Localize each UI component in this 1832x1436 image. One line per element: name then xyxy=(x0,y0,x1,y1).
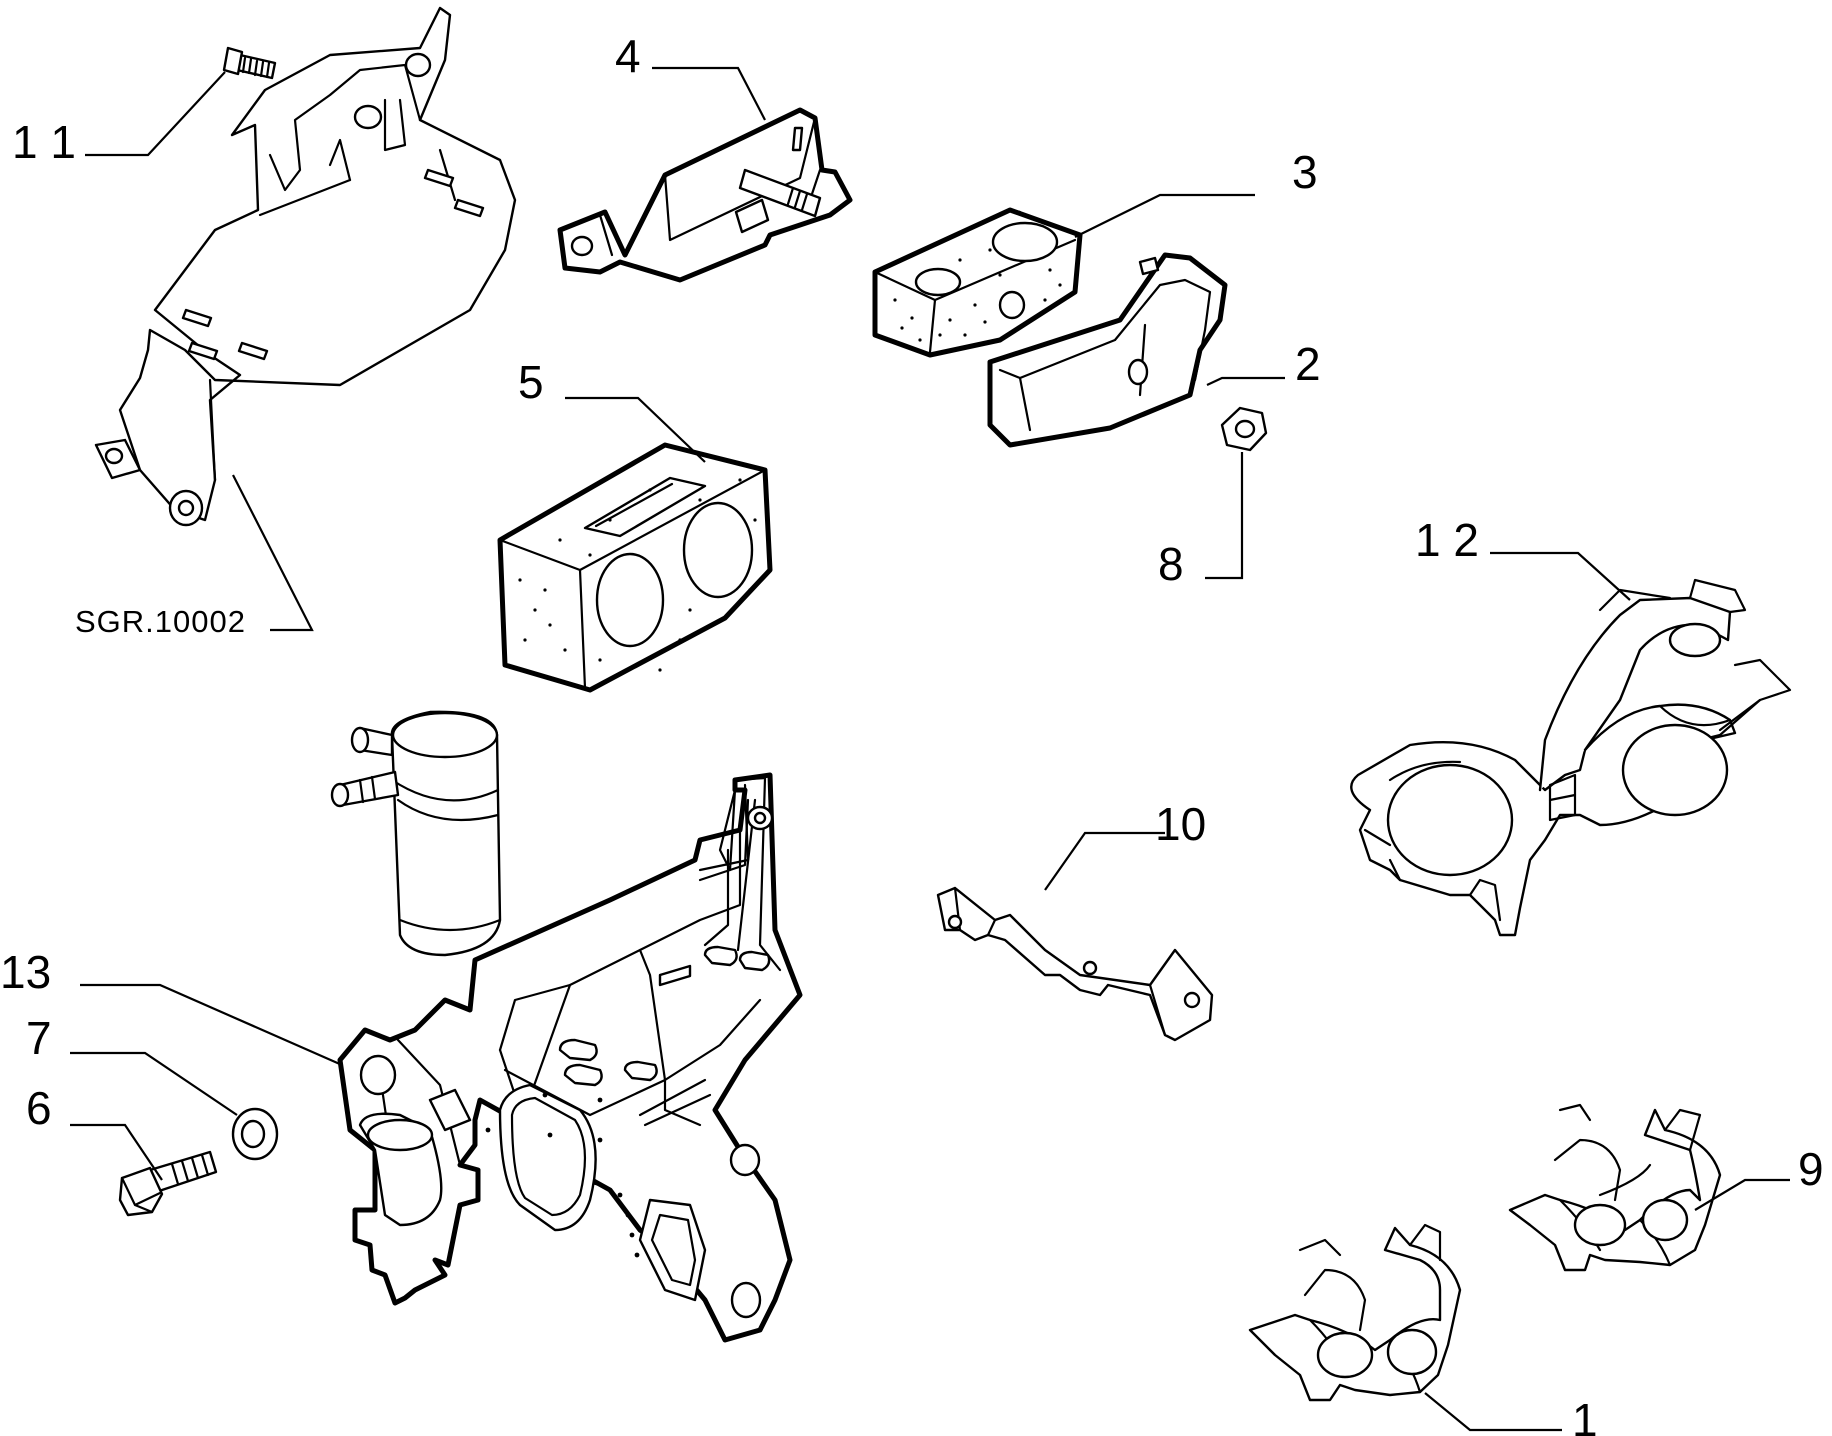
callout-4: 4 xyxy=(615,30,641,82)
callout-labels: 1 2 3 4 5 6 7 8 9 10 1 1 1 2 13 SGR.1000… xyxy=(0,30,1824,1436)
part-8-nut xyxy=(1220,406,1268,452)
callout-3: 3 xyxy=(1292,146,1318,198)
part-3-foam-pad xyxy=(872,207,1083,358)
callout-11: 1 1 xyxy=(12,116,76,168)
callout-10: 10 xyxy=(1155,798,1206,850)
callout-6: 6 xyxy=(26,1082,52,1134)
part-2-tray-bracket xyxy=(987,252,1228,448)
part-12-double-pipe-clamp xyxy=(1350,578,1792,937)
part-4-mounting-plate xyxy=(557,107,853,283)
leader-lines xyxy=(70,66,1790,1432)
part-7-washer xyxy=(231,1107,279,1161)
part-11-upper-bracket xyxy=(94,6,517,527)
callout-9: 9 xyxy=(1798,1143,1824,1195)
callout-7: 7 xyxy=(26,1012,52,1064)
part-5-insulation-block xyxy=(497,442,773,693)
part-10-small-bracket xyxy=(936,886,1214,1042)
part-1-pipe-clip xyxy=(1248,1223,1462,1402)
drawing-code: SGR.10002 xyxy=(75,604,246,639)
part-13-main-bracket xyxy=(337,772,803,1343)
callout-13: 13 xyxy=(0,946,51,998)
callout-12: 1 2 xyxy=(1415,514,1479,566)
callout-5: 5 xyxy=(518,356,544,408)
callout-2: 2 xyxy=(1295,338,1321,390)
receiver-dryer-canister xyxy=(330,710,502,957)
part-6-bolt xyxy=(118,1150,218,1217)
callout-1: 1 xyxy=(1572,1394,1598,1436)
callout-8: 8 xyxy=(1158,538,1184,590)
part-9-pipe-clip xyxy=(1508,1103,1722,1272)
